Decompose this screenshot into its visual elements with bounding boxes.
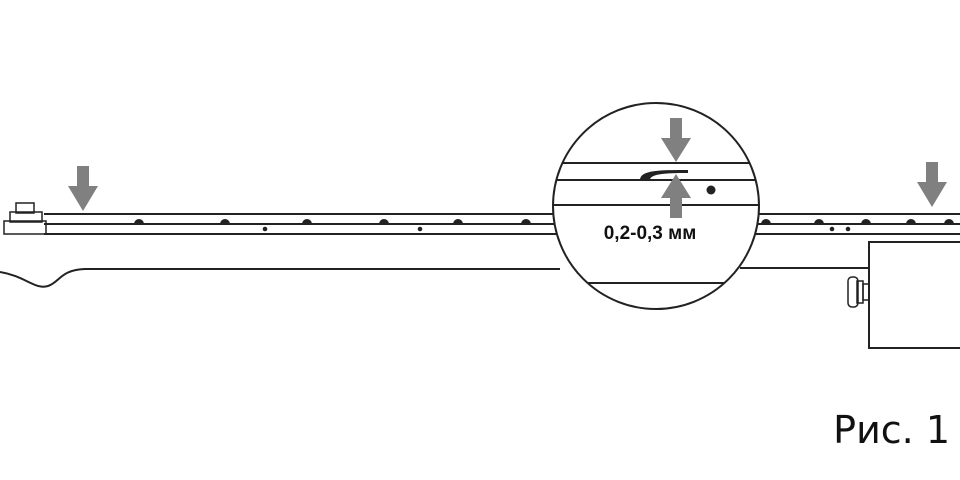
figure-caption: Рис. 1 (833, 408, 950, 452)
inlay-dots (262, 226, 851, 232)
fret (379, 219, 389, 224)
down-arrow-icon (661, 118, 691, 162)
fret (521, 219, 531, 224)
fret (453, 219, 463, 224)
nut-block (3, 202, 47, 235)
arrows (68, 118, 947, 218)
fret (134, 219, 144, 224)
fret (761, 219, 771, 224)
inlay-dot (417, 226, 423, 232)
down-arrow-icon (917, 162, 947, 207)
up-arrow-icon (661, 174, 691, 218)
inlay-dot-closeup (706, 185, 716, 195)
fret (814, 219, 824, 224)
fret (906, 219, 916, 224)
fret (861, 219, 871, 224)
gap-measurement-label: 0,2-0,3 мм (603, 223, 697, 244)
inlay-dot (845, 226, 851, 232)
body-block (847, 241, 960, 349)
neck-outline (0, 268, 560, 288)
fret (220, 219, 230, 224)
down-arrow-icon (68, 166, 98, 211)
frets (134, 219, 954, 224)
fret-closeup (640, 170, 688, 180)
zoom-circle (552, 102, 760, 310)
inlay-dot (829, 226, 835, 232)
inlay-dot (262, 226, 268, 232)
fret (944, 219, 954, 224)
fret (302, 219, 312, 224)
